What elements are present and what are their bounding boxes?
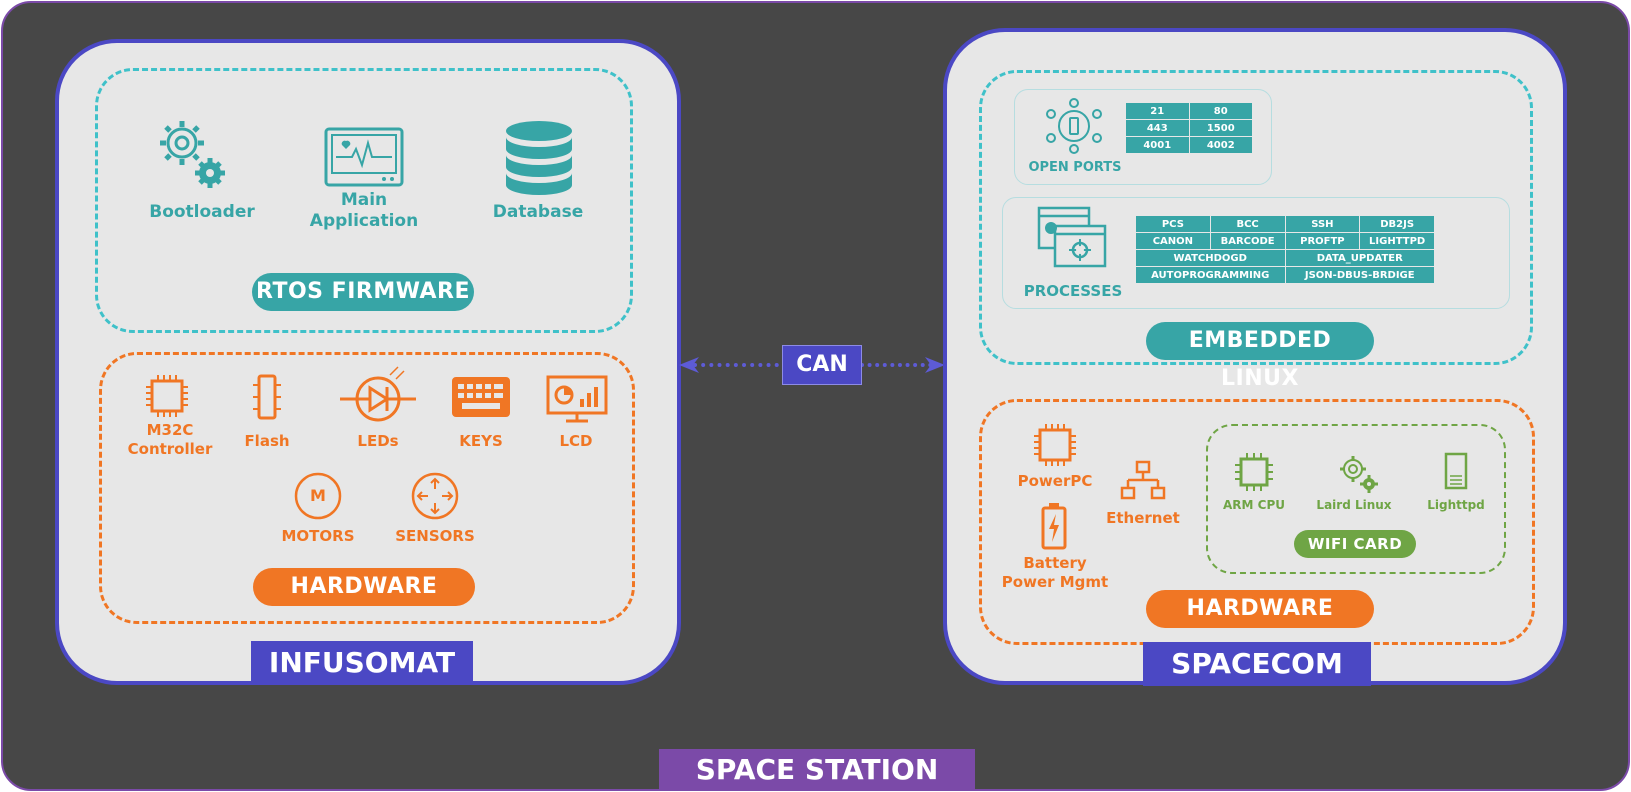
embedded-linux-badge: EMBEDDED LINUX [1146, 322, 1374, 391]
spacecom-hardware-group: PowerPC Battery Power Mgmt Ethernet [979, 399, 1535, 645]
bootloader-label: Bootloader [149, 202, 255, 222]
processes-label: PROCESSES [1023, 282, 1123, 300]
port-cell: 21 [1125, 102, 1190, 120]
battery-power-label: Battery Power Mgmt [1001, 554, 1109, 591]
flash-chip-icon [253, 374, 281, 420]
table-row: CANON BARCODE PROFTP LIGHTTPD [1135, 232, 1435, 250]
port-cell: 4001 [1125, 136, 1190, 154]
wifi-card-badge: WIFI CARD [1294, 530, 1416, 558]
motor-glyph: M [310, 486, 326, 505]
rtos-firmware-group: Bootloader Main Application Database RTO… [95, 68, 633, 333]
infusomat-title: INFUSOMAT [251, 641, 473, 685]
can-line-left [693, 363, 787, 367]
open-ports-label: OPEN PORTS [1028, 160, 1122, 175]
infusomat-hardware-badge: HARDWARE [253, 568, 475, 606]
process-cell: DATA_UPDATER [1284, 249, 1435, 267]
process-cell: CANON [1135, 232, 1211, 250]
leds-label: LEDs [357, 432, 399, 450]
table-row: PCS BCC SSH DB2JS [1135, 215, 1435, 233]
server-device-icon [1444, 452, 1468, 490]
process-cell: BCC [1209, 215, 1286, 233]
chip-icon [146, 375, 188, 417]
process-cell: BARCODE [1209, 232, 1286, 250]
process-cell: PCS [1135, 215, 1211, 233]
lcd-icon [546, 375, 608, 423]
table-row: WATCHDOGD DATA_UPDATER [1135, 249, 1435, 267]
process-cell: PROFTP [1284, 232, 1361, 250]
keys-label: KEYS [459, 432, 503, 450]
port-cell: 443 [1125, 119, 1190, 137]
port-cell: 1500 [1188, 119, 1253, 137]
motors-label: MOTORS [281, 527, 355, 545]
monitor-icon [324, 127, 404, 187]
database-icon [506, 121, 572, 195]
spacecom-hardware-badge: HARDWARE [1146, 590, 1374, 628]
sensor-icon [411, 472, 459, 520]
flash-label: Flash [244, 432, 290, 450]
arm-cpu-chip-icon [1235, 453, 1273, 491]
wifi-card-group: ARM CPU Laird Linux Lighttpd WIFI [1206, 424, 1506, 574]
rtos-firmware-badge: RTOS FIRMWARE [252, 273, 474, 311]
process-windows-icon [1037, 206, 1107, 268]
battery-icon [1041, 503, 1067, 550]
port-cell: 80 [1188, 102, 1253, 120]
table-row: AUTOPROGRAMMING JSON-DBUS-BRDIGE [1135, 266, 1435, 284]
can-line-right [860, 363, 940, 367]
space-station-title: SPACE STATION [659, 749, 975, 789]
spacecom-title: SPACECOM [1143, 642, 1371, 686]
ethernet-network-icon [1120, 460, 1166, 500]
database-label: Database [492, 202, 584, 222]
arrow-left-icon [679, 357, 699, 373]
port-cell: 4002 [1188, 136, 1253, 154]
processes-box: PROCESSES PCS BCC SSH DB2JS CANON BARCOD… [1002, 197, 1510, 309]
laird-linux-label: Laird Linux [1316, 498, 1392, 512]
powerpc-label: PowerPC [1017, 472, 1093, 490]
motor-icon [294, 472, 342, 520]
infusomat-hardware-group: M32C Controller Flash LEDs [99, 352, 635, 624]
process-cell: SSH [1284, 215, 1361, 233]
lighttpd-label: Lighttpd [1427, 498, 1485, 512]
gears-icon [1340, 456, 1378, 493]
process-cell: JSON-DBUS-BRDIGE [1284, 266, 1435, 284]
lcd-label: LCD [559, 432, 593, 450]
arm-cpu-label: ARM CPU [1223, 498, 1285, 512]
process-cell: AUTOPROGRAMMING [1135, 266, 1286, 284]
keyboard-icon [452, 377, 510, 417]
led-icon [340, 366, 416, 422]
gears-icon [160, 121, 225, 188]
network-hub-icon [1046, 98, 1102, 154]
processes-table: PCS BCC SSH DB2JS CANON BARCODE PROFTP L… [1135, 215, 1435, 284]
process-cell: DB2JS [1359, 215, 1435, 233]
ethernet-label: Ethernet [1106, 509, 1180, 527]
m32c-controller-label: M32C Controller [127, 421, 213, 458]
powerpc-chip-icon [1034, 424, 1076, 466]
infusomat-panel: Bootloader Main Application Database RTO… [55, 39, 681, 685]
sensors-label: SENSORS [395, 527, 475, 545]
process-cell: WATCHDOGD [1135, 249, 1286, 267]
can-label: CAN [782, 345, 862, 385]
process-cell: LIGHTTPD [1359, 232, 1435, 250]
arrow-right-icon [925, 357, 945, 373]
main-application-label: Main Application [309, 190, 419, 232]
